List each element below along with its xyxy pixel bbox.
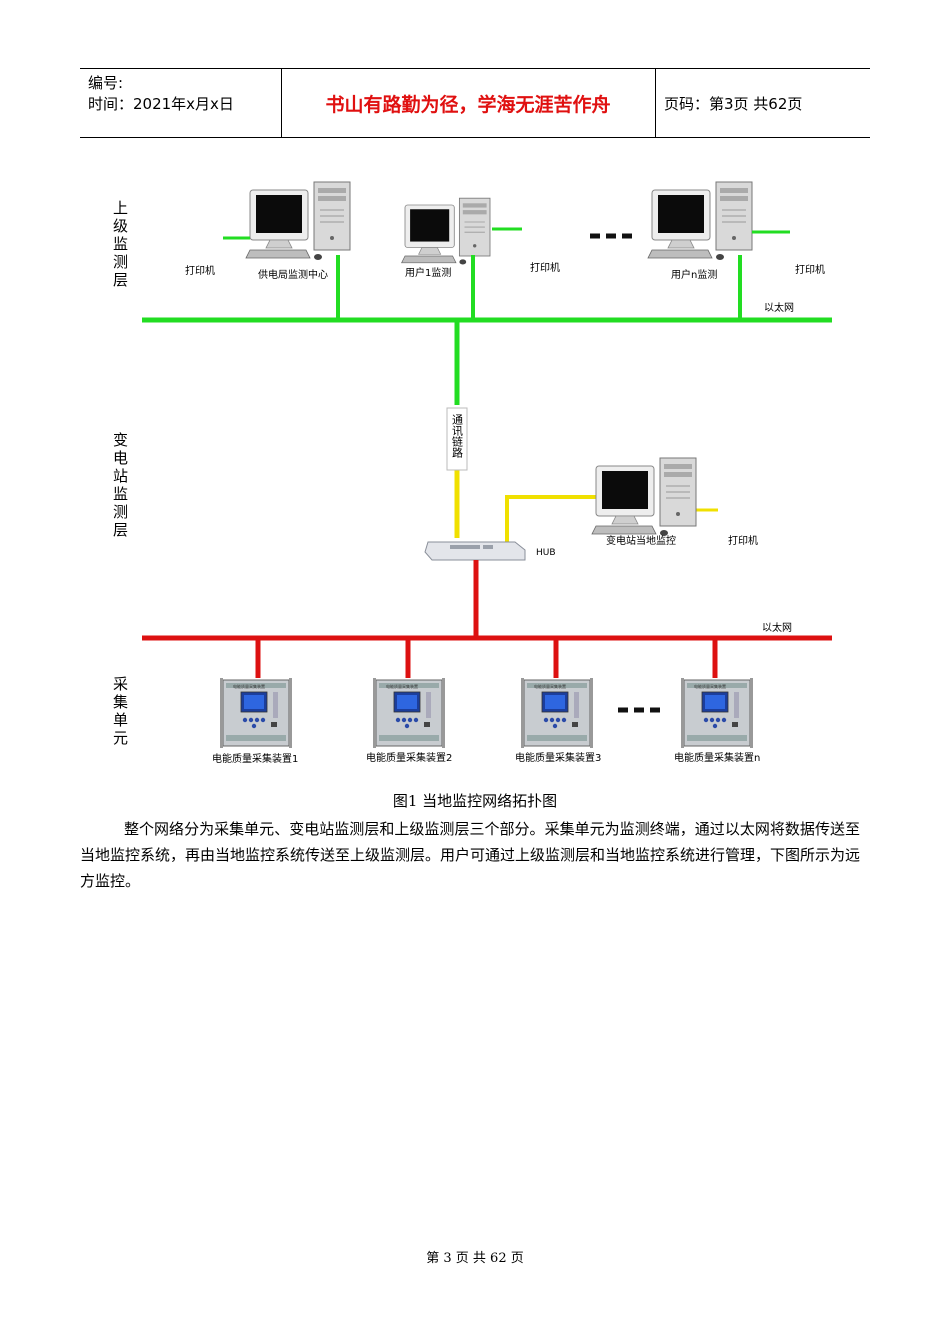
ethernet-label-top: 以太网 bbox=[764, 301, 794, 314]
header-page-info: 页码：第3页 共62页 bbox=[664, 95, 803, 113]
local-monitor-label: 变电站当地监控 bbox=[606, 534, 676, 547]
body-paragraph: 整个网络分为采集单元、变电站监测层和上级监测层三个部分。采集单元为监测终端，通过… bbox=[80, 820, 861, 890]
printer-label: 打印机 bbox=[728, 534, 758, 547]
page-header: 编号: 时间：2021年x月x日 书山有路勤为径，学海无涯苦作舟 页码：第3页 … bbox=[80, 68, 870, 138]
device-3-label: 电能质量采集装置3 bbox=[515, 751, 601, 764]
usern-label: 用户n监测 bbox=[671, 268, 717, 281]
supply-center-label: 供电局监测中心 bbox=[258, 268, 328, 281]
layer-title-upper: 上级监测层 bbox=[111, 200, 129, 290]
layer-title-substation: 变电站监测层 bbox=[111, 432, 129, 540]
network-topology-diagram: 电能质量采集装置 上级监测层 变电站监测层 采集单元 bbox=[111, 181, 832, 765]
collection-device-n-icon bbox=[680, 677, 754, 749]
collection-device-2-icon bbox=[372, 677, 446, 749]
local-monitor-computer-icon bbox=[591, 457, 697, 537]
header-meta: 编号: 时间：2021年x月x日 bbox=[88, 73, 234, 115]
comm-link-box bbox=[446, 407, 468, 471]
supply-center-computer-icon bbox=[245, 181, 351, 261]
hub-icon bbox=[424, 541, 526, 561]
printer-label: 打印机 bbox=[795, 263, 825, 276]
time-label: 时间：2021年x月x日 bbox=[88, 95, 234, 113]
header-divider bbox=[281, 69, 282, 137]
comm-link-label: 通讯链路 bbox=[451, 414, 464, 459]
local-monitor-link bbox=[505, 495, 598, 545]
usern-computer-icon bbox=[647, 181, 753, 261]
device-n-label: 电能质量采集装置n bbox=[674, 751, 760, 764]
user1-computer-icon bbox=[401, 197, 491, 265]
device-1-label: 电能质量采集装置1 bbox=[212, 752, 298, 765]
user1-label: 用户1监测 bbox=[405, 266, 451, 279]
printer-label: 打印机 bbox=[185, 264, 215, 277]
header-divider bbox=[655, 69, 656, 137]
figure-caption: 图1 当地监控网络拓扑图 bbox=[392, 792, 558, 810]
collection-device-1-icon bbox=[219, 677, 293, 749]
ethernet-label-bottom: 以太网 bbox=[762, 621, 792, 634]
page-footer: 第 3 页 共 62 页 bbox=[426, 1251, 524, 1266]
hub-label: HUB bbox=[536, 548, 556, 558]
layer-title-collection: 采集单元 bbox=[111, 676, 129, 748]
printer-label: 打印机 bbox=[530, 261, 560, 274]
device-2-label: 电能质量采集装置2 bbox=[366, 751, 452, 764]
collection-device-3-icon bbox=[520, 677, 594, 749]
number-label: 编号: bbox=[88, 74, 124, 92]
header-motto: 书山有路勤为径，学海无涯苦作舟 bbox=[325, 93, 611, 116]
